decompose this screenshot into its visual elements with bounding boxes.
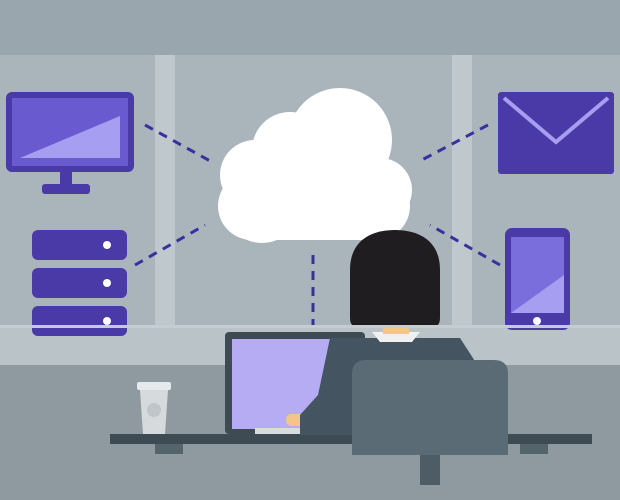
window-frame-left [155, 55, 175, 335]
cloud-icon [218, 88, 412, 243]
chair [352, 360, 508, 485]
desk [110, 434, 592, 454]
window-frame-right [452, 55, 472, 335]
monitor-icon [6, 92, 134, 194]
connector-mail [417, 123, 489, 164]
coffee-cup-icon [137, 382, 171, 434]
connector-phone [429, 223, 501, 267]
smartphone-icon [505, 228, 570, 330]
wall-band [0, 325, 620, 328]
connector-server [134, 223, 206, 267]
mail-envelope-icon [498, 92, 614, 174]
server-stack-icon [32, 230, 127, 336]
connector-monitor [144, 123, 213, 164]
